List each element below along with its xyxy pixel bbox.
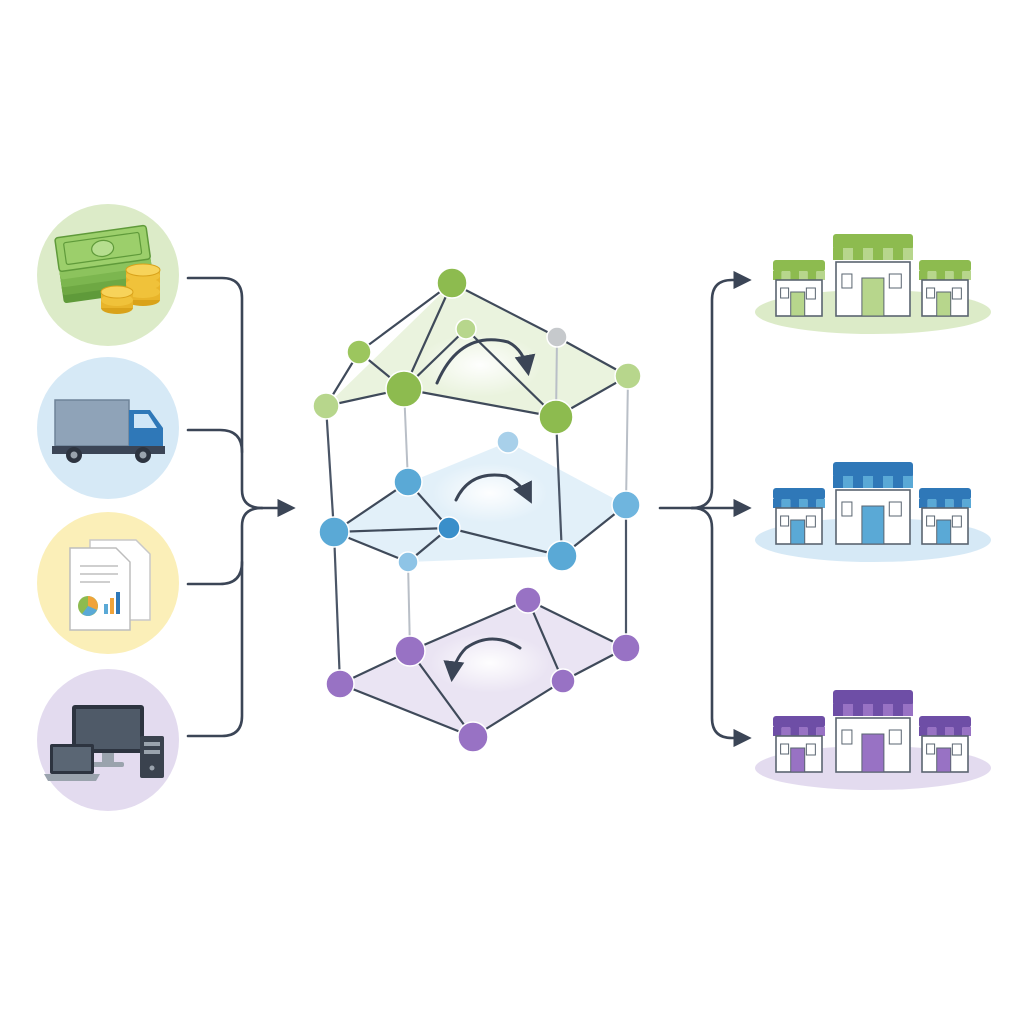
storefront-icon xyxy=(773,462,971,545)
input-connectors xyxy=(186,276,296,738)
output-connectors xyxy=(658,270,752,748)
purple-stores xyxy=(755,690,991,790)
truck-icon xyxy=(52,399,165,463)
documents-chart-icon xyxy=(69,539,151,631)
green-stores xyxy=(755,234,991,334)
layered-network xyxy=(312,267,642,753)
middle-layer-nodes xyxy=(318,430,641,573)
input-money xyxy=(37,204,179,346)
bottom-rotation-arrow xyxy=(443,637,522,683)
bottom-layer-nodes xyxy=(325,586,641,753)
top-layer-nodes xyxy=(312,267,642,435)
storefront-icon xyxy=(773,690,971,773)
input-information xyxy=(37,512,179,654)
output-stores xyxy=(755,234,991,790)
money-icon xyxy=(54,224,161,314)
blue-stores xyxy=(755,462,991,562)
input-technology xyxy=(37,669,179,811)
top-rotation-arrow xyxy=(435,338,536,385)
storefront-icon xyxy=(773,234,971,317)
computers-icon xyxy=(44,705,164,781)
input-logistics xyxy=(37,357,179,499)
middle-rotation-arrow xyxy=(454,473,532,504)
